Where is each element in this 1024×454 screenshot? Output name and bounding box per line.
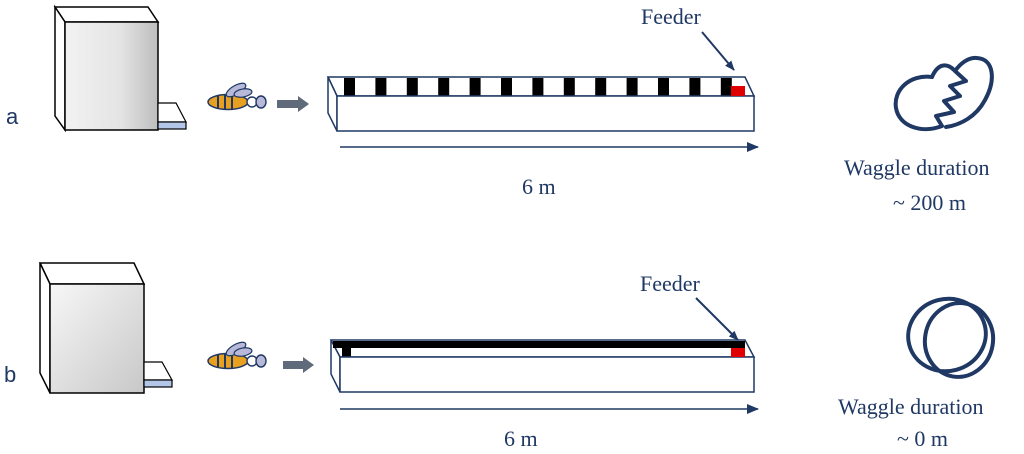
tunnel-black-square — [532, 78, 544, 96]
result-label: Waggle duration — [838, 394, 983, 419]
tunnel-black-square — [563, 78, 575, 96]
feeder-label: Feeder — [641, 4, 702, 29]
tunnel — [326, 76, 756, 132]
result-value: ~ 200 m — [893, 190, 966, 215]
panel-label: b — [4, 362, 16, 387]
tunnel-black-square — [469, 78, 481, 96]
hive — [38, 262, 174, 394]
hive-entrance — [143, 379, 173, 388]
tunnel-black-square — [438, 78, 450, 96]
flight-arrow-icon — [277, 96, 309, 112]
hive-entrance — [157, 121, 187, 130]
flight-arrow-icon — [283, 357, 314, 373]
feeder-label: Feeder — [640, 271, 701, 296]
distance-label: 6 m — [504, 426, 538, 451]
tunnel-black-square — [595, 78, 607, 96]
tunnel-black-square — [406, 78, 418, 96]
tunnel-black-square — [720, 78, 732, 96]
result-label: Waggle duration — [844, 155, 989, 180]
distance-label: 6 m — [522, 174, 556, 199]
round-dance-icon — [906, 296, 996, 379]
tunnel-black-square — [375, 78, 387, 96]
panel-label: a — [6, 104, 19, 129]
tunnel-pattern-checkered — [344, 78, 732, 96]
feeder-pointer-arrow — [701, 31, 735, 71]
tunnel-black-square — [342, 348, 351, 357]
tunnel-black-square — [344, 78, 355, 96]
feeder-pointer-arrow — [695, 297, 739, 341]
panel-a: a Fee — [6, 4, 994, 215]
result-value: ~ 0 m — [897, 426, 948, 451]
bee-icon — [207, 82, 267, 111]
hive-landing-board — [157, 102, 187, 123]
panel-b: b Fee — [4, 262, 996, 451]
tunnel-black-square — [658, 78, 669, 96]
tunnel-black-square — [626, 78, 638, 96]
bee-icon — [207, 341, 267, 370]
waggle-dance-icon — [893, 55, 994, 132]
feeder — [731, 348, 745, 357]
hive — [53, 4, 187, 133]
tunnel — [329, 339, 756, 393]
hive-landing-board — [143, 361, 174, 381]
tunnel-pattern-striped — [333, 341, 745, 357]
tunnel-black-square — [689, 78, 701, 96]
tunnel-black-stripe — [333, 341, 745, 348]
feeder — [731, 86, 745, 96]
tunnel-black-square — [501, 78, 512, 96]
